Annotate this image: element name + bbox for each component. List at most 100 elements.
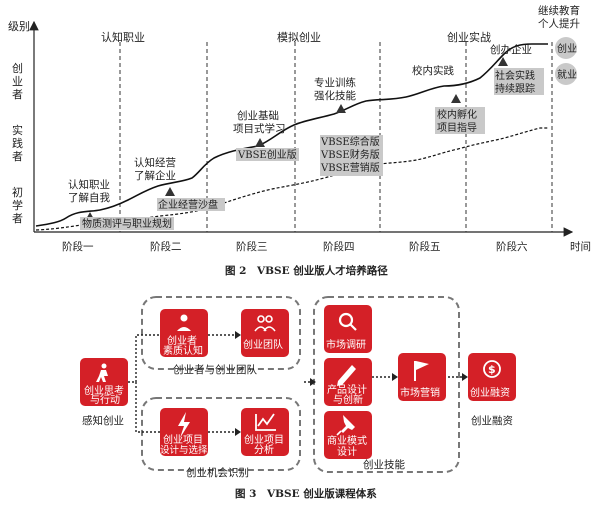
person-icon xyxy=(177,314,191,331)
y-level-practitioner: 实 践 者 xyxy=(12,123,23,163)
stage-labels: 阶段一 阶段二 阶段三 阶段四 阶段五 阶段六 时间 xyxy=(62,240,591,253)
node-marketing-label: 市场营销 xyxy=(400,386,440,399)
milestone-triangle-4 xyxy=(336,104,346,113)
node-project-analysis-line1: 创业项目 xyxy=(244,433,284,446)
box-business-sandbox xyxy=(157,198,225,211)
connector-start-to-quality xyxy=(128,334,168,383)
milestone-triangle-3 xyxy=(255,138,265,147)
milestone-1-line2: 了解自我 xyxy=(68,191,110,204)
box-vbse-finance: VBSE财务版 xyxy=(320,148,380,161)
person-walk-icon xyxy=(96,363,108,382)
box-vbse-marketing: VBSE营销版 xyxy=(320,161,380,174)
node-founder-quality-line2: 素质认知 xyxy=(163,344,203,357)
arrowhead-team xyxy=(235,331,241,339)
node-market-research-label: 市场调研 xyxy=(326,338,366,351)
section-simulated-startup: 模拟创业 xyxy=(277,30,321,44)
svg-text:者: 者 xyxy=(12,150,23,163)
dollar-icon: $ xyxy=(483,360,501,378)
label-sense-startup: 感知创业 xyxy=(82,414,124,427)
employment-circle-label: 就业 xyxy=(557,68,577,81)
lightning-icon xyxy=(178,412,190,438)
label-opportunity-identification: 创业机会识别 xyxy=(186,466,249,479)
y-level-entrepreneur: 创 业 者 xyxy=(12,62,23,101)
node-project-design-line2: 设计与选择 xyxy=(160,444,208,456)
node-founder-quality-line1: 创业者 xyxy=(167,334,197,347)
figure-3: 创业思考 与行动 感知创业 创业者 素质认知 创业团队 创业者与创业团队 创业项… xyxy=(80,296,516,500)
box-incubation xyxy=(435,107,485,134)
box-vbse-startup xyxy=(236,148,299,161)
node-startup-thinking-line2: 与行动 xyxy=(90,393,120,406)
node-market-research xyxy=(324,305,372,353)
label-startup-skills: 创业技能 xyxy=(363,458,405,471)
section-career-awareness: 认知职业 xyxy=(101,30,145,44)
node-project-design-line1: 创业项目 xyxy=(163,433,203,446)
milestone-triangle-2 xyxy=(165,187,175,196)
svg-text:创: 创 xyxy=(12,62,23,75)
milestone-triangle-6 xyxy=(498,57,508,66)
node-startup-team-label: 创业团队 xyxy=(243,338,283,351)
node-founder-quality xyxy=(160,309,208,357)
stage-3: 阶段三 xyxy=(236,240,268,253)
box-social-practice xyxy=(494,68,544,95)
y-level-beginner: 初 学 者 xyxy=(12,185,23,225)
box-business-sandbox-label: 企业经营沙盘 xyxy=(158,198,218,211)
stage-5: 阶段五 xyxy=(409,240,441,253)
pin-icon xyxy=(336,415,355,436)
group-team-outline xyxy=(141,296,301,370)
figure-2-caption: 图 2 VBSE 创业版人才培养路径 xyxy=(225,264,388,277)
magnifier-icon xyxy=(338,312,357,331)
box-vbse-comprehensive: VBSE综合版 xyxy=(320,135,380,148)
svg-text:$: $ xyxy=(488,363,496,376)
node-project-analysis xyxy=(241,408,289,456)
line-chart-icon xyxy=(255,413,276,431)
personal-growth-label: 个人提升 xyxy=(538,18,580,30)
box-incubation-line2: 项目指导 xyxy=(437,121,477,134)
box-social-practice-line1: 社会实践 xyxy=(495,69,535,82)
svg-text:实: 实 xyxy=(12,123,23,137)
label-founder-and-team: 创业者与创业团队 xyxy=(173,363,257,376)
node-startup-thinking-line1: 创业思考 xyxy=(84,384,124,397)
box-vbse-editions xyxy=(320,135,383,176)
node-startup-finance-label: 创业融资 xyxy=(470,386,510,399)
group-skills-outline xyxy=(313,296,460,473)
milestone-2-line1: 认知经营 xyxy=(134,156,176,169)
group-opportunity-outline xyxy=(141,397,301,471)
node-business-model-line2: 设计 xyxy=(337,445,357,458)
connector-start-to-project xyxy=(135,382,160,433)
startup-circle xyxy=(555,37,577,59)
startup-circle-label: 创业 xyxy=(557,42,577,55)
growth-curve-solid xyxy=(35,43,548,227)
figure-3-caption: 图 3 VBSE 创业版课程体系 xyxy=(235,487,377,500)
arrowhead-skills xyxy=(310,378,316,386)
node-business-model-line1: 商业模式 xyxy=(327,434,367,447)
pencil-icon xyxy=(337,365,356,386)
stage-4: 阶段四 xyxy=(323,240,355,253)
stage-2: 阶段二 xyxy=(150,240,182,253)
node-business-model xyxy=(324,411,372,459)
svg-text:初: 初 xyxy=(12,185,23,199)
milestone-4-line2: 强化技能 xyxy=(314,89,356,102)
milestone-triangle-5 xyxy=(451,94,461,103)
flow-connectors xyxy=(128,334,462,433)
milestone-markers xyxy=(85,57,508,221)
group-outlines xyxy=(141,296,460,473)
label-startup-finance: 创业融资 xyxy=(471,414,513,427)
milestone-1-line1: 认知职业 xyxy=(68,178,110,191)
stage-6: 阶段六 xyxy=(496,240,528,253)
node-marketing xyxy=(398,353,446,401)
svg-text:业: 业 xyxy=(12,75,23,88)
milestone-3-line1: 创业基础 xyxy=(237,109,279,122)
box-career-assessment xyxy=(80,217,174,230)
employment-circle xyxy=(555,63,577,85)
box-incubation-line1: 校内孵化 xyxy=(437,108,477,121)
team-icon xyxy=(254,315,276,332)
continuing-education-label: 继续教育 xyxy=(538,4,580,17)
arrowhead-finance xyxy=(462,373,468,381)
y-axis-title: 级别 xyxy=(8,20,30,33)
node-product-design-line1: 产品设计 xyxy=(327,383,367,396)
svg-text:者: 者 xyxy=(12,88,23,101)
box-vbse-startup-label: VBSE创业版 xyxy=(237,148,297,161)
box-social-practice-line2: 持续跟踪 xyxy=(495,82,535,95)
milestone-6-label: 创办企业 xyxy=(490,43,532,56)
